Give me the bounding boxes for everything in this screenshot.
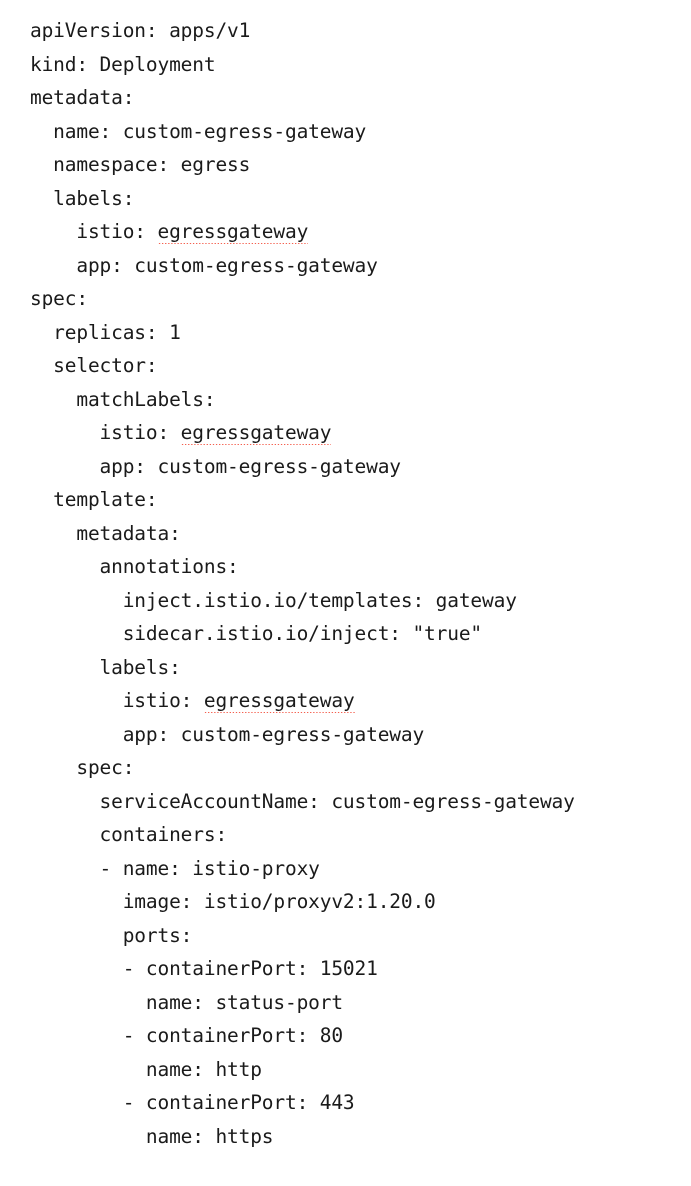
yaml-line-text: annotations: xyxy=(30,555,239,578)
yaml-line: - containerPort: 443 xyxy=(30,1086,675,1120)
yaml-line: metadata: xyxy=(30,81,675,115)
yaml-line-text: namespace: egress xyxy=(30,153,251,176)
yaml-line-text: istio: xyxy=(30,421,181,444)
yaml-line: matchLabels: xyxy=(30,383,675,417)
yaml-line-text: app: custom-egress-gateway xyxy=(30,722,425,746)
yaml-line: app: custom-egress-gateway xyxy=(30,718,675,752)
yaml-line: labels: xyxy=(30,182,675,216)
yaml-line-text: app: custom-egress-gateway xyxy=(30,253,378,277)
yaml-line-text: spec: xyxy=(30,287,88,310)
yaml-line-text: - containerPort: 443 xyxy=(30,1091,355,1114)
yaml-line-text: istio: xyxy=(30,220,158,243)
yaml-line: serviceAccountName: custom-egress-gatewa… xyxy=(30,785,675,819)
spellcheck-misspelled-word[interactable]: egressgateway xyxy=(203,689,355,715)
yaml-line-text: - containerPort: 15021 xyxy=(30,957,378,980)
yaml-line: name: https xyxy=(30,1120,675,1154)
yaml-line: inject.istio.io/templates: gateway xyxy=(30,584,675,618)
yaml-line-text: apiVersion: apps/v1 xyxy=(30,19,251,42)
yaml-line-text: istio: xyxy=(30,689,204,712)
yaml-line: app: custom-egress-gateway xyxy=(30,450,675,484)
yaml-line: name: custom-egress-gateway xyxy=(30,115,675,149)
yaml-line: apiVersion: apps/v1 xyxy=(30,14,675,48)
yaml-line: spec: xyxy=(30,282,675,316)
yaml-line: kind: Deployment xyxy=(30,48,675,82)
yaml-line: name: status-port xyxy=(30,986,675,1020)
yaml-line: image: istio/proxyv2:1.20.0 xyxy=(30,885,675,919)
yaml-line-text: name: custom-egress-gateway xyxy=(30,119,367,143)
yaml-line-text: selector: xyxy=(30,354,158,377)
yaml-document[interactable]: apiVersion: apps/v1 kind: Deployment metad… xyxy=(30,14,675,1153)
yaml-line-text: containers: xyxy=(30,823,228,846)
yaml-line: istio: egressgateway xyxy=(30,215,675,249)
yaml-line-text: metadata: xyxy=(30,521,181,545)
yaml-line-text: metadata: xyxy=(30,86,135,109)
yaml-line-text: sidecar.istio.io/inject: "true" xyxy=(30,622,483,645)
yaml-line-text: matchLabels: xyxy=(30,387,216,411)
spellcheck-misspelled-word[interactable]: egressgateway xyxy=(157,220,308,246)
yaml-line-text: ports: xyxy=(30,923,193,947)
yaml-line: ports: xyxy=(30,919,675,953)
yaml-line: template: xyxy=(30,483,675,517)
yaml-line: istio: egressgateway xyxy=(30,684,675,718)
yaml-line: annotations: xyxy=(30,550,675,584)
spellcheck-misspelled-word[interactable]: egressgateway xyxy=(180,421,331,447)
yaml-line: - containerPort: 80 xyxy=(30,1019,675,1053)
yaml-line: containers: xyxy=(30,818,675,852)
yaml-line: metadata: xyxy=(30,517,675,551)
yaml-line: istio: egressgateway xyxy=(30,416,675,450)
yaml-line-text: name: http xyxy=(30,1057,262,1081)
yaml-line: name: http xyxy=(30,1053,675,1087)
yaml-line: app: custom-egress-gateway xyxy=(30,249,675,283)
yaml-line: sidecar.istio.io/inject: "true" xyxy=(30,617,675,651)
yaml-line-text: inject.istio.io/templates: gateway xyxy=(30,588,517,612)
yaml-line: - name: istio-proxy xyxy=(30,852,675,886)
yaml-line-text: app: custom-egress-gateway xyxy=(30,454,402,478)
yaml-line-text: labels: xyxy=(30,655,181,679)
yaml-line-text: template: xyxy=(30,488,158,511)
yaml-line-text: replicas: 1 xyxy=(30,320,181,344)
yaml-line: - containerPort: 15021 xyxy=(30,952,675,986)
yaml-line: selector: xyxy=(30,349,675,383)
yaml-line-text: name: https xyxy=(30,1124,274,1148)
yaml-line-text: name: status-port xyxy=(30,990,343,1014)
yaml-line-text: serviceAccountName: custom-egress-gatewa… xyxy=(30,789,575,813)
yaml-line-text: spec: xyxy=(30,756,135,779)
yaml-line: spec: xyxy=(30,751,675,785)
yaml-line: labels: xyxy=(30,651,675,685)
yaml-line: namespace: egress xyxy=(30,148,675,182)
yaml-line-text: kind: Deployment xyxy=(30,52,216,76)
yaml-line-text: - name: istio-proxy xyxy=(30,856,320,880)
yaml-line: replicas: 1 xyxy=(30,316,675,350)
yaml-line-text: image: istio/proxyv2:1.20.0 xyxy=(30,890,436,913)
yaml-line-text: labels: xyxy=(30,186,135,210)
yaml-line-text: - containerPort: 80 xyxy=(30,1024,343,1047)
